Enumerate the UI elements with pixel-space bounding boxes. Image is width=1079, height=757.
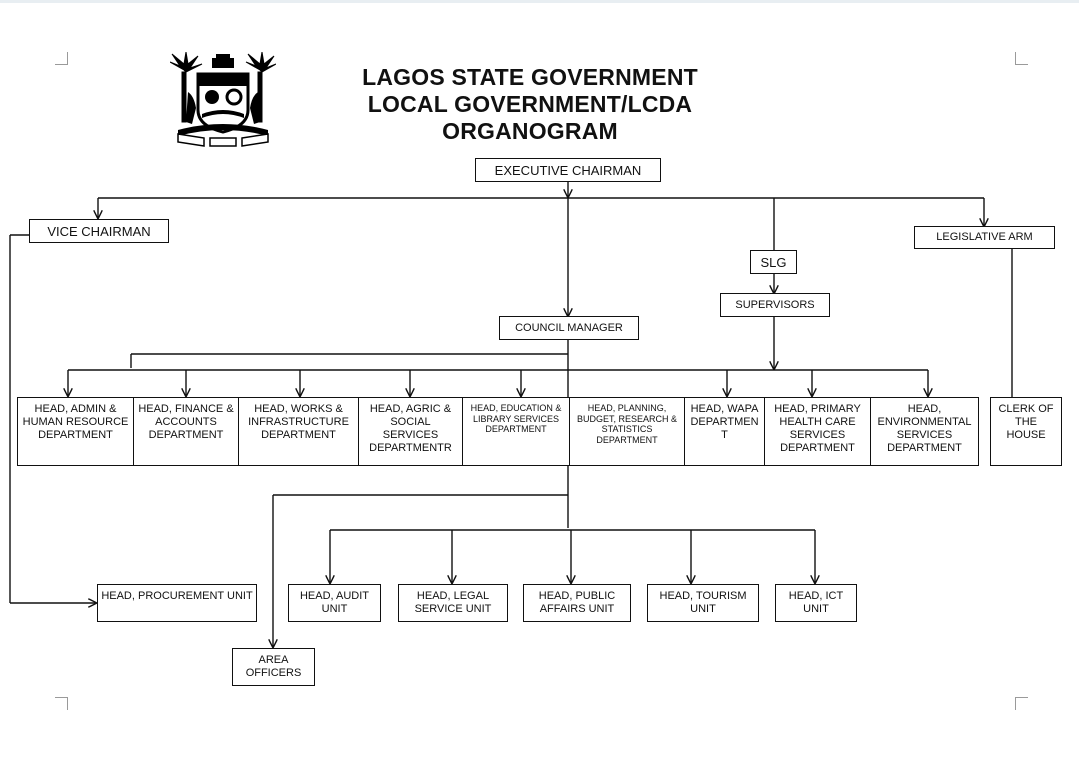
top-band [0, 0, 1079, 3]
crop-mark-bottom-left [55, 697, 68, 710]
crop-mark-top-right [1015, 52, 1028, 65]
dept-works-box: HEAD, WORKS & INFRASTRUCTURE DEPARTMENT [238, 397, 359, 466]
audit-unit-box: HEAD, AUDIT UNIT [288, 584, 381, 622]
page-title: LAGOS STATE GOVERNMENT LOCAL GOVERNMENT/… [340, 64, 720, 145]
ict-unit-box: HEAD, ICT UNIT [775, 584, 857, 622]
dept-education-box: HEAD, EDUCATION & LIBRARY SERVICES DEPAR… [462, 397, 570, 466]
crop-mark-top-left [55, 52, 68, 65]
slg-box: SLG [750, 250, 797, 274]
dept-planning-box: HEAD, PLANNING, BUDGET, RESEARCH & STATI… [569, 397, 685, 466]
legislative-arm-box: LEGISLATIVE ARM [914, 226, 1055, 249]
vice-chairman-box: VICE CHAIRMAN [29, 219, 169, 243]
supervisors-box: SUPERVISORS [720, 293, 830, 317]
dept-wapa-box: HEAD, WAPA DEPARTMEN T [684, 397, 765, 466]
council-manager-box: COUNCIL MANAGER [499, 316, 639, 340]
area-officers-box: AREA OFFICERS [232, 648, 315, 686]
clerk-of-the-house-box: CLERK OF THE HOUSE [990, 397, 1062, 466]
crop-mark-bottom-right [1015, 697, 1028, 710]
dept-admin-hr-box: HEAD, ADMIN & HUMAN RESOURCE DEPARTMENT [17, 397, 134, 466]
executive-chairman-box: EXECUTIVE CHAIRMAN [475, 158, 661, 182]
title-line-1: LAGOS STATE GOVERNMENT [362, 64, 698, 90]
lagos-coat-of-arms-icon [170, 52, 276, 147]
public-affairs-unit-box: HEAD, PUBLIC AFFAIRS UNIT [523, 584, 631, 622]
dept-finance-box: HEAD, FINANCE & ACCOUNTS DEPARTMENT [133, 397, 239, 466]
legal-service-unit-box: HEAD, LEGAL SERVICE UNIT [398, 584, 508, 622]
title-line-3: ORGANOGRAM [442, 118, 618, 144]
dept-primary-health-box: HEAD, PRIMARY HEALTH CARE SERVICES DEPAR… [764, 397, 871, 466]
dept-environmental-box: HEAD, ENVIRONMENTAL SERVICES DEPARTMENT [870, 397, 979, 466]
tourism-unit-box: HEAD, TOURISM UNIT [647, 584, 759, 622]
dept-agric-box: HEAD, AGRIC & SOCIAL SERVICES DEPARTMENT… [358, 397, 463, 466]
title-line-2: LOCAL GOVERNMENT/LCDA [367, 91, 693, 117]
procurement-unit-box: HEAD, PROCUREMENT UNIT [97, 584, 257, 622]
